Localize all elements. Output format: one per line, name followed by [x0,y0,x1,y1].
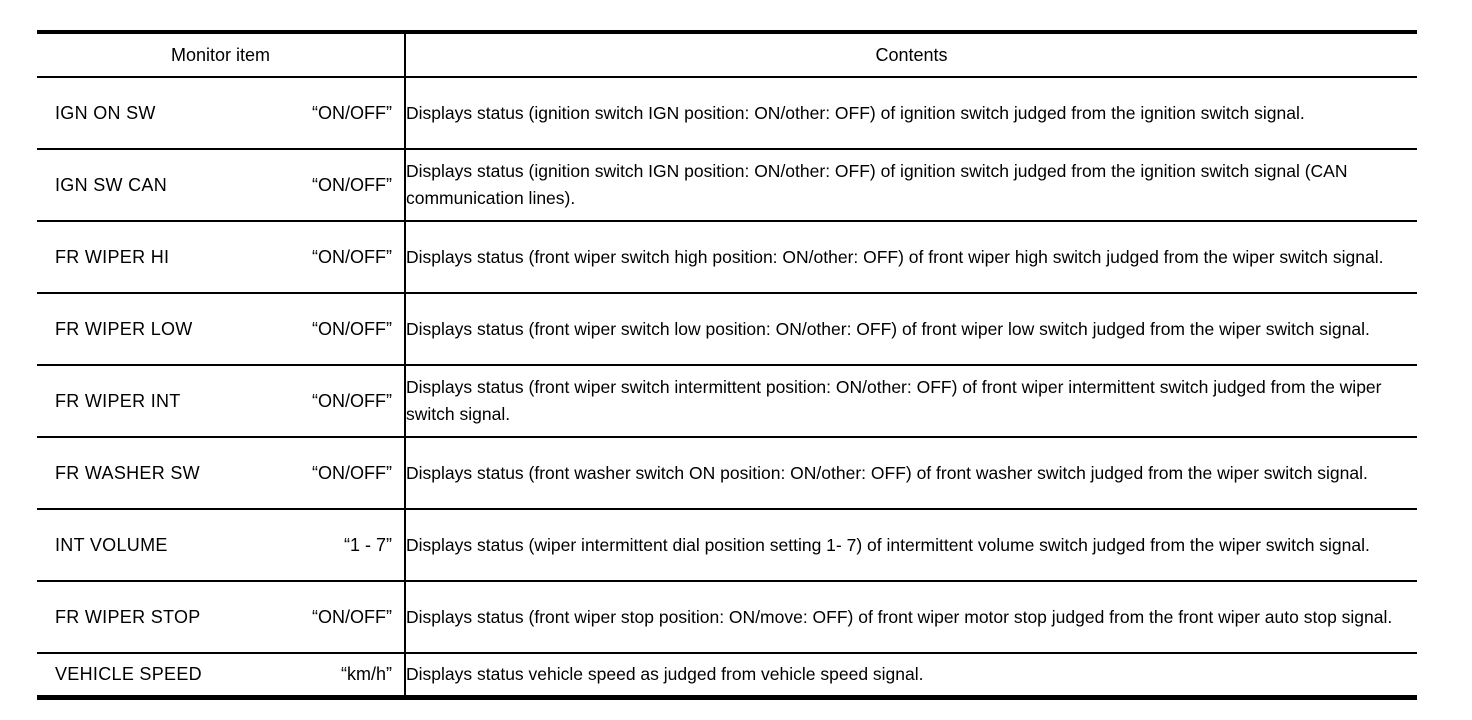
monitor-item-wrap: FR WIPER STOP “ON/OFF” [37,607,404,628]
table-row: FR WASHER SW “ON/OFF” Displays status (f… [37,437,1417,510]
monitor-item-wrap: FR WIPER INT “ON/OFF” [37,391,404,412]
monitor-item-value: “ON/OFF” [312,102,392,123]
monitor-item-name: IGN SW CAN [55,174,168,195]
monitor-item-contents: Displays status (front wiper switch low … [405,293,1417,366]
monitor-item-wrap: INT VOLUME “1 - 7” [37,535,404,556]
monitor-item-cell: IGN ON SW “ON/OFF” [37,77,406,150]
table-row: FR WIPER INT “ON/OFF” Displays status (f… [37,365,1417,438]
monitor-item-cell: VEHICLE SPEED “km/h” [37,653,406,697]
monitor-item-name: FR WIPER STOP [55,606,201,627]
table-row: FR WIPER LOW “ON/OFF” Displays status (f… [37,293,1417,366]
monitor-item-cell: FR WIPER INT “ON/OFF” [37,365,406,438]
monitor-item-contents: Displays status (front wiper stop positi… [405,581,1417,654]
monitor-item-name: IGN ON SW [55,102,156,123]
table-row: VEHICLE SPEED “km/h” Displays status veh… [37,653,1417,697]
contents-header: Contents [405,32,1417,78]
monitor-item-cell: FR WIPER HI “ON/OFF” [37,221,406,294]
table-row: IGN ON SW “ON/OFF” Displays status (igni… [37,77,1417,150]
monitor-item-wrap: IGN ON SW “ON/OFF” [37,103,404,124]
monitor-item-cell: INT VOLUME “1 - 7” [37,509,406,582]
monitor-item-contents: Displays status (ignition switch IGN pos… [405,149,1417,222]
monitor-item-name: VEHICLE SPEED [55,663,202,684]
monitor-item-contents: Displays status (front washer switch ON … [405,437,1417,510]
monitor-item-wrap: IGN SW CAN “ON/OFF” [37,175,404,196]
monitor-item-wrap: VEHICLE SPEED “km/h” [37,664,404,685]
monitor-item-wrap: FR WIPER HI “ON/OFF” [37,247,404,268]
table-row: INT VOLUME “1 - 7” Displays status (wipe… [37,509,1417,582]
monitor-item-cell: IGN SW CAN “ON/OFF” [37,149,406,222]
monitor-item-value: “ON/OFF” [312,462,392,483]
monitor-item-value: “ON/OFF” [312,246,392,267]
monitor-item-cell: FR WIPER STOP “ON/OFF” [37,581,406,654]
monitor-item-cell: FR WIPER LOW “ON/OFF” [37,293,406,366]
table-row: FR WIPER STOP “ON/OFF” Displays status (… [37,581,1417,654]
table-row: IGN SW CAN “ON/OFF” Displays status (ign… [37,149,1417,222]
monitor-item-value: “ON/OFF” [312,318,392,339]
table-row: FR WIPER HI “ON/OFF” Displays status (fr… [37,221,1417,294]
monitor-items-table: Monitor item Contents IGN ON SW “ON/OFF”… [37,30,1417,700]
monitor-item-wrap: FR WIPER LOW “ON/OFF” [37,319,404,340]
monitor-item-name: FR WIPER LOW [55,318,193,339]
monitor-item-value: “ON/OFF” [312,174,392,195]
monitor-item-contents: Displays status (front wiper switch high… [405,221,1417,294]
monitor-item-contents: Displays status vehicle speed as judged … [406,663,924,684]
monitor-item-name: FR WASHER SW [55,462,200,483]
monitor-item-name: FR WIPER INT [55,390,181,411]
monitor-item-value: “ON/OFF” [312,390,392,411]
monitor-item-value: “ON/OFF” [312,606,392,627]
monitor-item-contents: Displays status (front wiper switch inte… [405,365,1417,438]
monitor-item-cell: FR WASHER SW “ON/OFF” [37,437,406,510]
monitor-item-wrap: FR WASHER SW “ON/OFF” [37,463,404,484]
monitor-item-value: “1 - 7” [343,534,392,555]
monitor-item-header: Monitor item [37,32,406,78]
monitor-item-name: FR WIPER HI [55,246,170,267]
monitor-item-contents: Displays status (wiper intermittent dial… [405,509,1417,582]
monitor-item-contents: Displays status (ignition switch IGN pos… [405,77,1417,150]
monitor-item-name: INT VOLUME [55,534,168,555]
header-row: Monitor item Contents [37,32,1417,78]
monitor-item-value: “km/h” [341,663,392,684]
